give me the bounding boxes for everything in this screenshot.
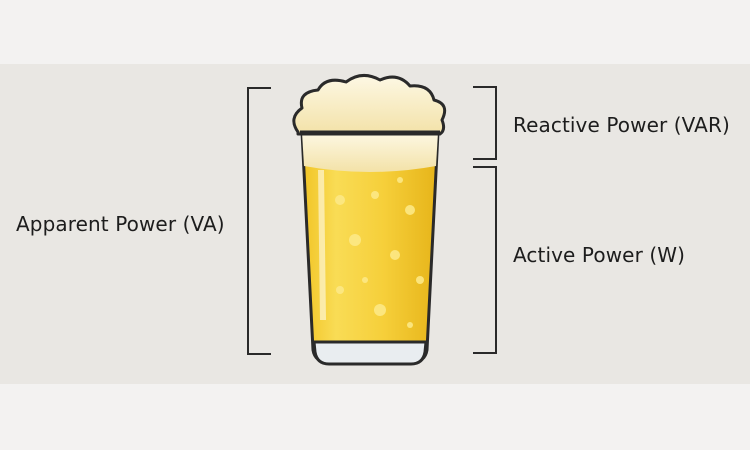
- glass-bottom: [312, 340, 428, 366]
- reactive-power-bracket: [473, 86, 497, 160]
- active-power-label: Active Power (W): [513, 243, 686, 267]
- apparent-power-bracket: [247, 87, 271, 355]
- foam-band: [302, 132, 438, 172]
- glass-highlight: [318, 170, 326, 320]
- bubbles: [335, 177, 424, 328]
- apparent-power-label: Apparent Power (VA): [16, 212, 225, 236]
- beer-glass-icon: [292, 74, 447, 366]
- foam-top: [292, 74, 447, 136]
- active-power-bracket: [473, 166, 497, 354]
- reactive-power-label: Reactive Power (VAR): [513, 113, 730, 137]
